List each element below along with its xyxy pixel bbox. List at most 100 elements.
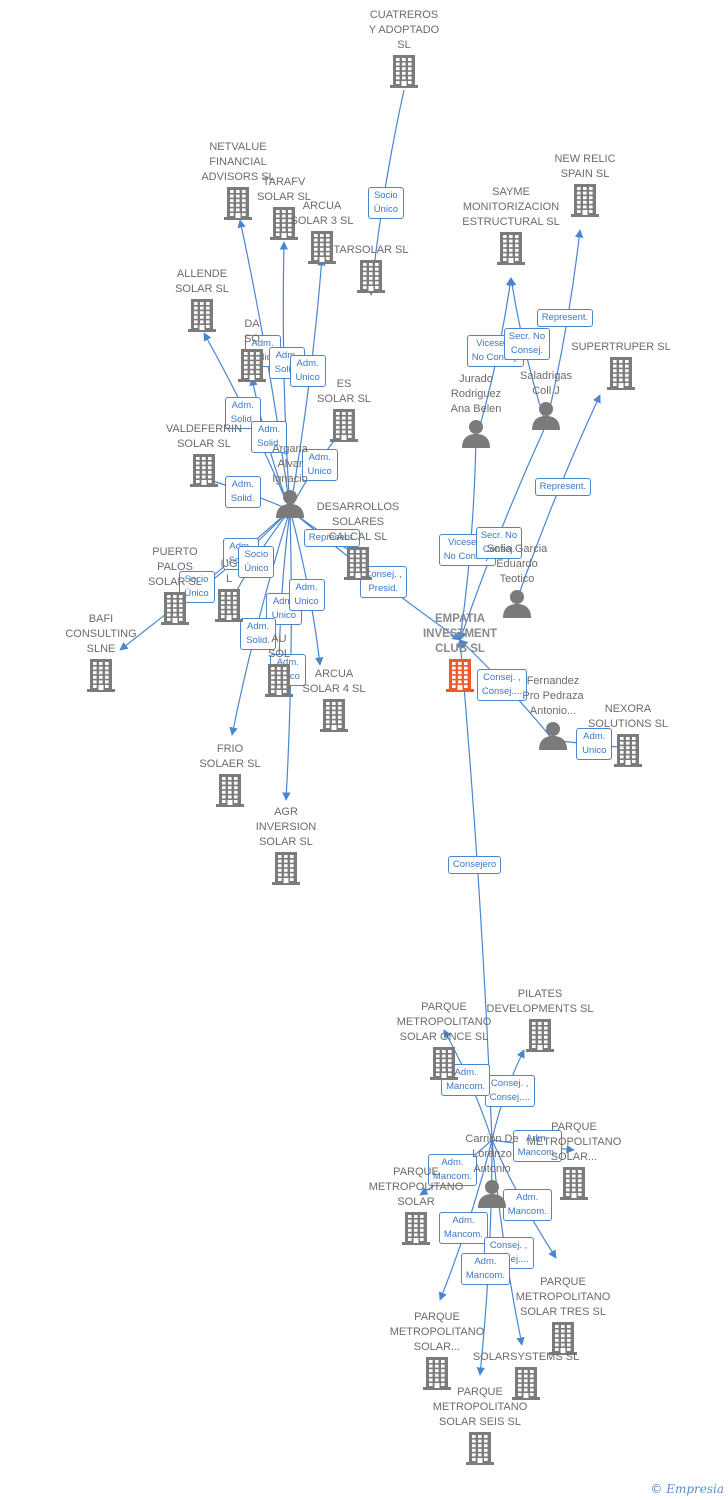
- company-node-tarsolar[interactable]: TARSOLAR SL: [306, 243, 436, 294]
- relation-label[interactable]: Adm. Unico: [288, 579, 325, 612]
- building-icon: [267, 206, 301, 240]
- brand-name: Empresia: [666, 1482, 724, 1496]
- building-icon: [212, 588, 246, 622]
- relation-label[interactable]: Adm. Mancom.: [512, 1129, 562, 1162]
- person-node-carrion[interactable]: Carrion De Lorenzo Antonio: [427, 1132, 557, 1209]
- company-node-supertruper[interactable]: SUPERTRUPER SL: [556, 340, 686, 391]
- node-label: SAYME MONITORIZACION ESTRUCTURAL SL: [462, 185, 560, 228]
- edge-sofia-supertruper: [516, 394, 601, 601]
- building-icon: [568, 183, 602, 217]
- company-node-newrelic[interactable]: NEW RELIC SPAIN SL: [520, 152, 650, 218]
- company-node-pm_seis[interactable]: PARQUE METROPOLITANO SOLAR SEIS SL: [415, 1385, 545, 1466]
- company-node-pilates[interactable]: PILATES DEVELOPMENTS SL: [475, 987, 605, 1053]
- relation-label[interactable]: Adm. Mancom.: [438, 1212, 488, 1244]
- company-node-arcua3[interactable]: ARCUA SOLAR 3 SL: [257, 199, 387, 265]
- person-icon: [531, 400, 561, 430]
- node-label: VALDEFERRIN SOLAR SL: [165, 423, 243, 450]
- company-node-puerto[interactable]: PUERTO PALOS SOLAR SL: [110, 545, 240, 626]
- relation-label[interactable]: Adm. Solid.: [224, 476, 261, 509]
- relation-label[interactable]: Consej. , Consej....: [484, 1074, 535, 1107]
- person-node-arganda[interactable]: Argana Alvar Ignacio: [225, 442, 355, 519]
- company-node-nexora[interactable]: NEXORA SOLUTIONS SL: [563, 702, 693, 768]
- company-node-pm_once[interactable]: PARQUE METROPOLITANO SOLAR ONCE SL: [379, 1000, 509, 1081]
- building-icon: [494, 231, 528, 265]
- relation-label[interactable]: Adm. Mancom.: [427, 1154, 477, 1187]
- node-label: ES SOLAR SL: [317, 378, 371, 405]
- node-label: NEW RELIC SPAIN SL: [554, 153, 616, 180]
- building-icon: [213, 773, 247, 807]
- node-label: DA SO: [244, 318, 260, 345]
- company-node-desarrollos[interactable]: DESARROLLOS SOLARES CALCAL SL: [293, 500, 423, 581]
- person-icon: [461, 418, 491, 448]
- building-icon: [341, 546, 375, 580]
- building-icon: [463, 1431, 497, 1465]
- person-node-saladrigas[interactable]: Saladrigas Coll J: [481, 369, 611, 431]
- node-label: FRIO SOLAER SL: [199, 743, 261, 770]
- node-label: Jurado Rodriguez Ana Belen: [450, 372, 502, 415]
- node-label: EMPATIA INVESTMENT CLUB SL: [422, 612, 498, 655]
- relation-label[interactable]: Adm. Mancom.: [502, 1188, 552, 1221]
- company-node-es[interactable]: ES SOLAR SL: [279, 377, 409, 443]
- relation-label[interactable]: Secr. No Consej.: [503, 328, 551, 361]
- company-node-allende[interactable]: ALLENDE SOLAR SL: [137, 267, 267, 333]
- company-node-solarsystems[interactable]: SOLARSYSTEMS SL: [461, 1350, 591, 1401]
- company-node-frio[interactable]: FRIO SOLAER SL: [165, 742, 295, 808]
- company-node-pm_solar_l[interactable]: PARQUE METROPOLITANO SOLAR: [351, 1165, 481, 1246]
- company-node-agr[interactable]: AGR INVERSION SOLAR SL: [221, 805, 351, 886]
- company-node-pm_solar_b[interactable]: PARQUE METROPOLITANO SOLAR...: [372, 1310, 502, 1391]
- relation-label[interactable]: Adm. Unico: [576, 728, 613, 761]
- company-node-netvalue[interactable]: NETVALUE FINANCIAL ADVISORS SL: [173, 140, 303, 221]
- company-node-cuatreros[interactable]: CUATREROS Y ADOPTADO SL: [339, 8, 469, 89]
- relation-label[interactable]: Represent.: [536, 308, 594, 327]
- building-icon: [269, 851, 303, 885]
- node-label: PARQUE METROPOLITANO SOLAR...: [526, 1120, 622, 1163]
- relation-label[interactable]: Consej. , Consej....: [476, 669, 527, 701]
- node-label: Saladrigas Coll J: [520, 370, 572, 397]
- node-label: CUATREROS Y ADOPTADO SL: [368, 8, 440, 51]
- building-icon: [557, 1166, 591, 1200]
- relation-label[interactable]: Adm. Mancom.: [460, 1253, 510, 1286]
- person-icon: [477, 1178, 507, 1208]
- company-node-pm_solar_r[interactable]: PARQUE METROPOLITANO SOLAR...: [509, 1120, 639, 1201]
- building-icon: [399, 1211, 433, 1245]
- company-node-pm_tres[interactable]: PARQUE METROPOLITANO SOLAR TRES SL: [498, 1275, 628, 1356]
- company-node-bafi[interactable]: BAFI CONSULTING SLNE: [36, 612, 166, 693]
- node-label: Fernandez Pro Pedraza Antonio...: [522, 674, 584, 717]
- company-node-au[interactable]: AU SOL: [214, 632, 344, 698]
- node-label: AU SOL: [267, 633, 290, 660]
- person-icon: [502, 588, 532, 618]
- person-node-jurado[interactable]: Jurado Rodriguez Ana Belen: [411, 372, 541, 449]
- relation-label[interactable]: Adm. Solid.: [240, 617, 277, 650]
- relation-label[interactable]: Socio Único: [238, 546, 275, 579]
- building-icon: [604, 356, 638, 390]
- company-node-arcua4[interactable]: ARCUA SOLAR 4 SL: [269, 667, 399, 733]
- person-node-sofia[interactable]: Sofia Garcia Eduardo Teotico: [452, 542, 582, 619]
- company-node-valdeferrin[interactable]: VALDEFERRIN SOLAR SL: [139, 422, 269, 488]
- building-icon: [305, 230, 339, 264]
- relation-label[interactable]: Consejero: [447, 856, 502, 874]
- node-label: Sofia Garcia Eduardo Teotico: [486, 542, 548, 585]
- relation-label[interactable]: Represent.: [534, 478, 592, 497]
- edge-saladrigas-newrelic: [545, 229, 584, 426]
- relation-label[interactable]: Adm. Unico: [301, 448, 338, 481]
- relation-label[interactable]: Socio Único: [367, 186, 404, 219]
- company-node-da[interactable]: DA SO: [187, 317, 317, 383]
- person-node-fernandez[interactable]: Fernandez Pro Pedraza Antonio...: [488, 674, 618, 751]
- relation-label[interactable]: Adm. Unico: [289, 355, 326, 388]
- relation-label[interactable]: Adm. Solid.: [251, 421, 288, 454]
- company-node-tarafv[interactable]: TARAFV SOLAR SL: [219, 175, 349, 241]
- relation-label[interactable]: Represent.: [303, 528, 361, 547]
- company-node-sayme[interactable]: SAYME MONITORIZACION ESTRUCTURAL SL: [446, 185, 576, 266]
- building-icon: [185, 298, 219, 332]
- node-label: Argana Alvar Ignacio: [272, 442, 308, 485]
- node-label: ARCUA SOLAR 4 SL: [302, 668, 366, 695]
- company-node-empatia[interactable]: EMPATIA INVESTMENT CLUB SL: [395, 612, 525, 693]
- building-icon: [427, 1046, 461, 1080]
- building-icon: [327, 408, 361, 442]
- node-label: TARSOLAR SL: [333, 243, 409, 256]
- relation-label[interactable]: Secr. No Consej.: [475, 527, 523, 560]
- empresia-brand[interactable]: © Empresia: [650, 1482, 724, 1496]
- node-label: DESARROLLOS SOLARES CALCAL SL: [316, 500, 400, 543]
- company-node-ijg[interactable]: IJG L: [164, 557, 294, 623]
